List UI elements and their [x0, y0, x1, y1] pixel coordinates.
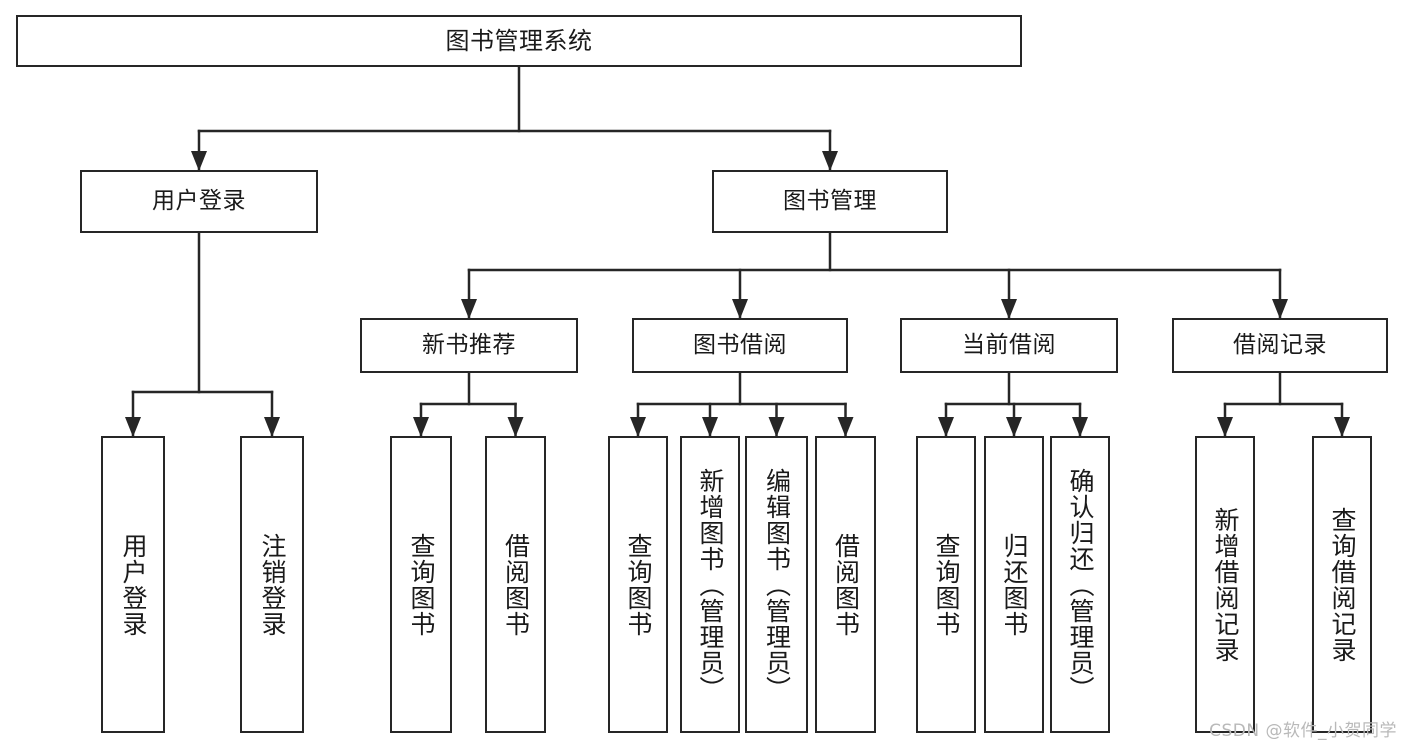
node-leaf-edit-book-admin[interactable]: 编辑图书（管理员） [745, 436, 808, 733]
node-label: 确认归还（管理员） [1066, 467, 1095, 702]
node-label: 用户登录 [119, 532, 148, 637]
node-current-borrowing[interactable]: 当前借阅 [900, 318, 1118, 373]
node-label: 编辑图书（管理员） [762, 467, 792, 702]
node-label: 注销登录 [258, 532, 287, 637]
node-leaf-user-login[interactable]: 用户登录 [101, 436, 165, 733]
node-label: 查询借阅记录 [1328, 506, 1357, 663]
node-label: 查询图书 [407, 532, 436, 637]
node-user-login[interactable]: 用户登录 [80, 170, 318, 233]
node-label: 图书管理 [783, 187, 877, 214]
node-label: 借阅记录 [1233, 331, 1327, 358]
csdn-watermark: CSDN @软件_小贺同学 [1209, 721, 1397, 741]
node-leaf-borrow-book-2[interactable]: 借阅图书 [815, 436, 876, 733]
node-label: 新增图书（管理员） [696, 467, 725, 702]
node-book-borrowing[interactable]: 图书借阅 [632, 318, 848, 373]
node-label: 用户登录 [152, 187, 246, 214]
node-leaf-add-borrow-record[interactable]: 新增借阅记录 [1195, 436, 1255, 733]
node-label: 当前借阅 [962, 331, 1056, 358]
node-leaf-logout[interactable]: 注销登录 [240, 436, 304, 733]
node-leaf-add-book-admin[interactable]: 新增图书（管理员） [680, 436, 740, 733]
node-label: 借阅图书 [831, 532, 861, 637]
node-leaf-query-book-1[interactable]: 查询图书 [390, 436, 452, 733]
node-leaf-query-book-3[interactable]: 查询图书 [916, 436, 976, 733]
node-leaf-confirm-return-admin[interactable]: 确认归还（管理员） [1050, 436, 1110, 733]
node-book-management-system[interactable]: 图书管理系统 [16, 15, 1022, 67]
node-label: 新增借阅记录 [1211, 506, 1240, 663]
node-borrowing-record[interactable]: 借阅记录 [1172, 318, 1388, 373]
node-label: 图书借阅 [693, 331, 787, 358]
node-label: 新书推荐 [422, 331, 516, 358]
node-label: 归还图书 [1000, 532, 1029, 637]
node-leaf-query-book-2[interactable]: 查询图书 [608, 436, 668, 733]
node-new-book-recommendation[interactable]: 新书推荐 [360, 318, 578, 373]
node-leaf-query-borrow-record[interactable]: 查询借阅记录 [1312, 436, 1372, 733]
node-label: 图书管理系统 [445, 26, 593, 55]
node-label: 借阅图书 [501, 532, 531, 637]
node-label: 查询图书 [624, 532, 653, 637]
node-leaf-borrow-book-1[interactable]: 借阅图书 [485, 436, 546, 733]
node-book-management[interactable]: 图书管理 [712, 170, 948, 233]
node-leaf-return-book[interactable]: 归还图书 [984, 436, 1044, 733]
node-label: 查询图书 [932, 532, 961, 637]
